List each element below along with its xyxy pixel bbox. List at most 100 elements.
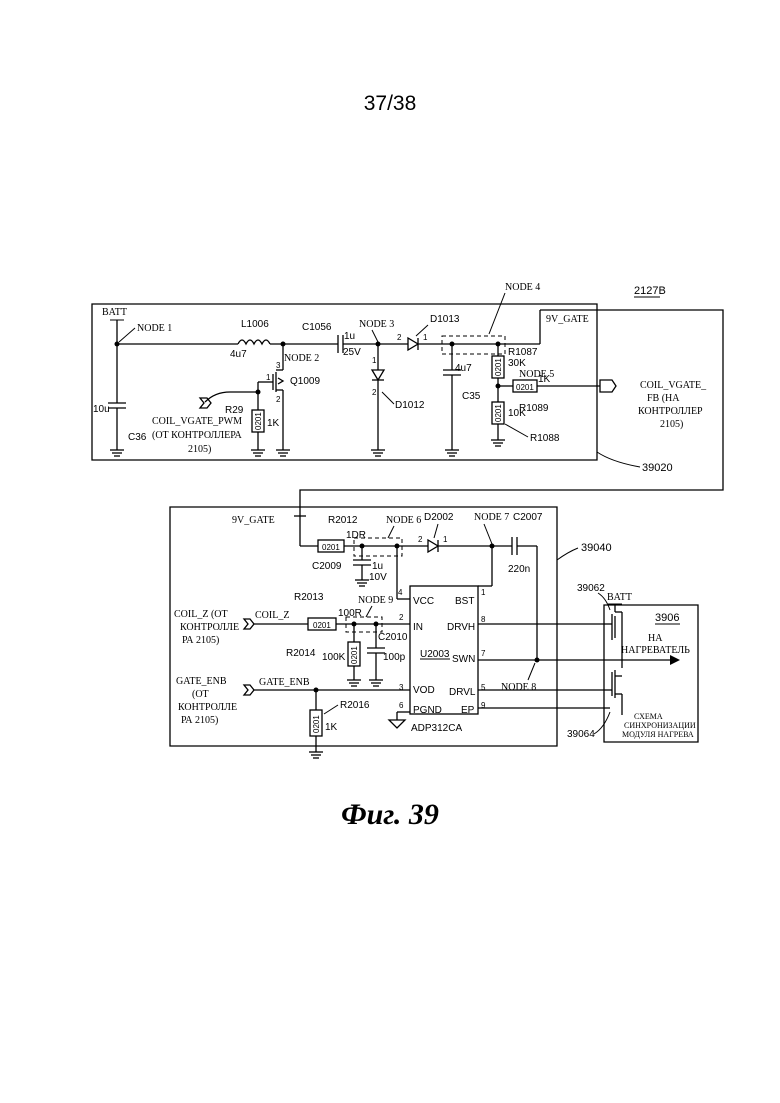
label-node6: NODE 6 — [386, 515, 421, 526]
label-fb1: COIL_VGATE_ — [640, 380, 707, 391]
ground-r2016 — [309, 752, 323, 758]
label-r2014: R2014 — [286, 648, 316, 659]
label-r29-val: 1K — [267, 418, 280, 429]
label-c36-val: 10u — [93, 404, 110, 415]
diode-d2002 — [428, 540, 438, 552]
label-coilz3: РА 2105) — [182, 635, 219, 646]
label-pwm1: COIL_VGATE_PWM — [152, 416, 242, 427]
label-r1087: R1087 — [508, 347, 538, 358]
pin-vod: VOD — [413, 685, 435, 696]
label-c1056-val2: 25V — [343, 347, 361, 358]
svg-text:9: 9 — [481, 701, 486, 710]
svg-text:7: 7 — [481, 649, 486, 658]
svg-text:6: 6 — [399, 701, 404, 710]
label-batt: BATT — [102, 307, 127, 318]
label-node1: NODE 1 — [137, 323, 172, 334]
pin-drvl: DRVL — [449, 687, 476, 698]
ground-r1088 — [491, 440, 505, 446]
label-gate2: (ОТ — [192, 689, 209, 700]
fet-bot-ref: 39064 — [567, 729, 595, 740]
port-coil-z — [244, 619, 254, 629]
block-heater: 3906 BATT 39062 НА НАГРЕВАТЕЛЬ 39064 СХЕ… — [567, 583, 698, 742]
svg-text:0201: 0201 — [494, 358, 503, 376]
label-c35-val: 4u7 — [455, 363, 472, 374]
net-coil-z: COIL_Z — [255, 610, 289, 621]
ground-c36 — [110, 450, 124, 456]
svg-text:2: 2 — [372, 388, 377, 397]
svg-text:1: 1 — [443, 535, 448, 544]
block-top-outline-ref: 39020 — [642, 462, 673, 474]
label-c2010-val: 100p — [383, 652, 406, 663]
label-c2007: C2007 — [513, 512, 543, 523]
svg-text:2: 2 — [399, 613, 404, 622]
sync3: МОДУЛЯ НАГРЕВА — [622, 730, 694, 739]
svg-text:8: 8 — [481, 615, 486, 624]
label-r2013: R2013 — [294, 592, 324, 603]
sync2: СИНХРОНИЗАЦИИ — [624, 721, 696, 730]
svg-text:0201: 0201 — [322, 543, 340, 552]
ground-c2010 — [369, 680, 383, 686]
block-bottom-leader — [557, 548, 578, 560]
label-fb4: 2105) — [660, 419, 683, 430]
inductor-l1006 — [238, 340, 270, 344]
port-gate-enb — [244, 685, 254, 695]
label-r2016: R2016 — [340, 700, 370, 711]
label-q1009: Q1009 — [290, 376, 320, 387]
ground-r2014 — [347, 680, 361, 686]
label-coilz1: COIL_Z (ОТ — [174, 609, 228, 620]
label-coilz2: КОНТРОЛЛЕ — [180, 622, 239, 633]
diode-d1012 — [372, 370, 384, 380]
label-r1087-val: 30K — [508, 358, 526, 369]
block-top: 2127B 39020 BATT NODE 1 10u C36 L1006 4u… — [92, 282, 707, 474]
block-bottom: 39040 9V_GATE 0201 R2012 1DR NODE 6 1u 1… — [170, 507, 612, 758]
pin-bst: BST — [455, 596, 474, 607]
svg-text:2: 2 — [397, 333, 402, 342]
label-c1056-val1: 1u — [344, 331, 355, 342]
net-gate-enb: GATE_ENB — [259, 677, 310, 688]
label-c1056: C1056 — [302, 322, 332, 333]
pin-swn: SWN — [452, 654, 475, 665]
port-coil-vgate-fb — [600, 380, 616, 392]
label-r1088-val: 10K — [508, 408, 526, 419]
label-9v-gate-top: 9V_GATE — [546, 314, 589, 325]
ic-part: ADP312CA — [411, 723, 462, 734]
svg-text:4: 4 — [398, 588, 403, 597]
pin-vcc: VCC — [413, 596, 434, 607]
label-c2007-val: 220n — [508, 564, 530, 575]
svg-text:1: 1 — [481, 588, 486, 597]
label-c2010: C2010 — [378, 632, 408, 643]
label-node8: NODE 8 — [501, 682, 536, 693]
sync1: СХЕМА — [634, 712, 663, 721]
heater-to2: НАГРЕВАТЕЛЬ — [621, 645, 690, 656]
figure-caption: Фиг. 39 — [0, 798, 780, 832]
q1009-arrow — [278, 378, 283, 384]
ground-c2009 — [355, 580, 369, 586]
label-r2012: R2012 — [328, 515, 358, 526]
svg-text:2: 2 — [418, 535, 423, 544]
label-l1006: L1006 — [241, 319, 269, 330]
port-coil-vgate-pwm — [200, 398, 211, 408]
label-c35: C35 — [462, 391, 481, 402]
label-fb2: FB (НА — [647, 393, 680, 404]
block-top-ref: 2127B — [634, 285, 666, 297]
label-d2002: D2002 — [424, 512, 454, 523]
heater-batt: BATT — [607, 592, 632, 603]
svg-text:3: 3 — [399, 683, 404, 692]
label-node9: NODE 9 — [358, 595, 393, 606]
label-r1088: R1088 — [530, 433, 560, 444]
svg-text:1: 1 — [266, 373, 271, 382]
block-bottom-outline-ref: 39040 — [581, 542, 612, 554]
pin-pgnd: PGND — [413, 705, 442, 716]
label-c2009-val1: 1u — [372, 561, 383, 572]
svg-text:0201: 0201 — [516, 383, 534, 392]
label-l1006-val: 4u7 — [230, 349, 247, 360]
label-r2016-val: 1K — [325, 722, 338, 733]
ground-pgnd — [389, 720, 405, 728]
fet-top-ref: 39062 — [577, 583, 605, 594]
label-node2: NODE 2 — [284, 353, 319, 364]
label-r2014-val: 100K — [322, 652, 346, 663]
ground-r29 — [251, 450, 265, 456]
svg-text:0201: 0201 — [350, 646, 359, 664]
svg-text:5: 5 — [481, 683, 486, 692]
